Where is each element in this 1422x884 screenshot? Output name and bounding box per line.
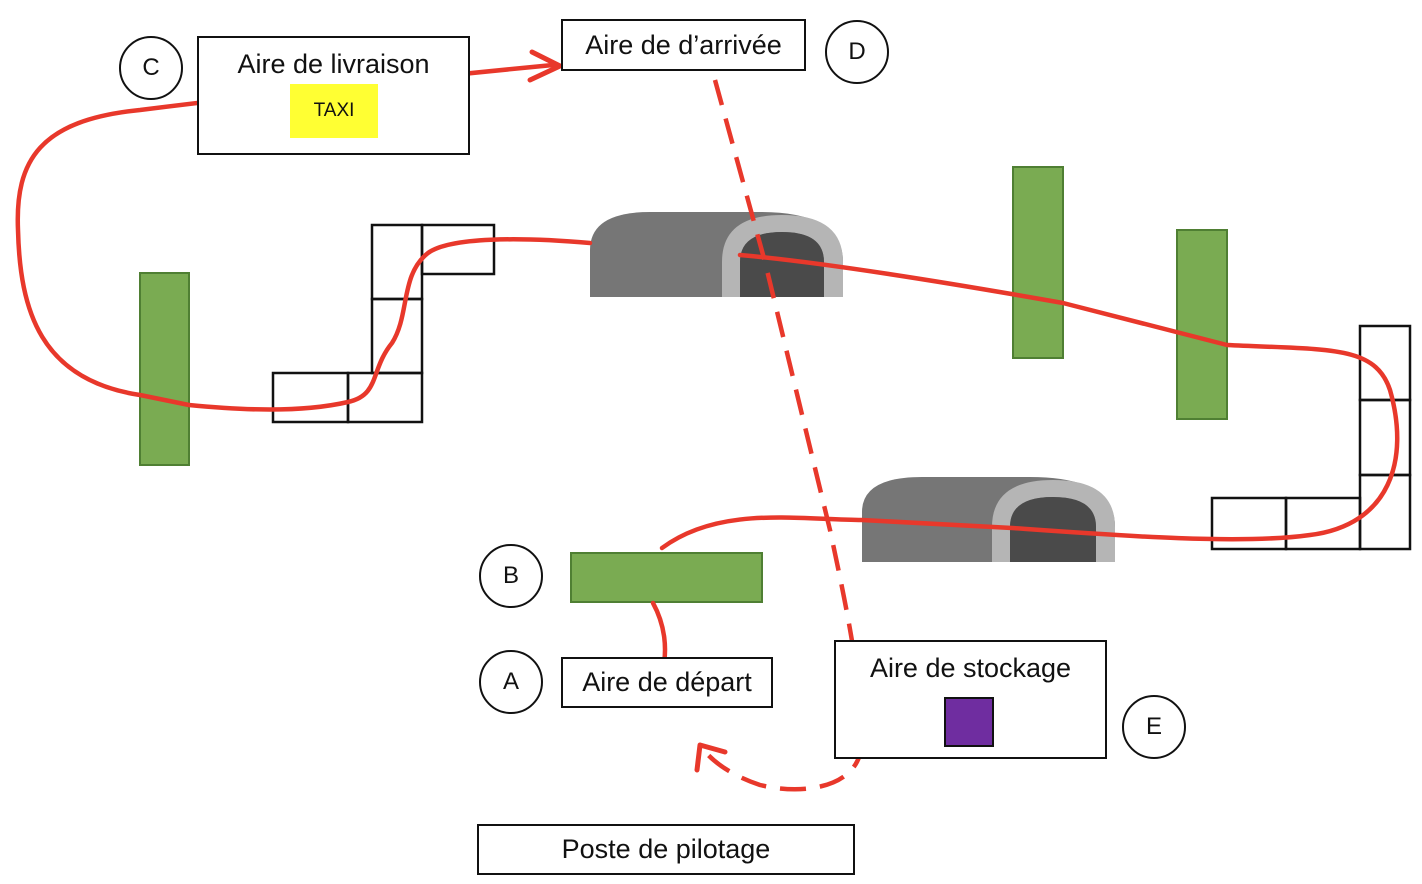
marker-b: B: [479, 544, 543, 608]
marker-a-label: A: [502, 668, 519, 695]
marker-c: C: [119, 36, 183, 100]
rail-grid-right: [1210, 324, 1412, 551]
green-block-b: [570, 552, 763, 603]
green-blocks: [139, 166, 1228, 603]
marker-b-label: B: [502, 562, 519, 589]
arrival-area-label: Aire de d’arrivée: [585, 29, 782, 60]
circuit-arrow-head: [527, 49, 563, 83]
taxi-label: TAXI: [313, 100, 355, 121]
departure-area-label: Aire de départ: [582, 667, 752, 697]
dashed-arrow-head: [694, 742, 728, 773]
arrival-area: Aire de d’arrivée: [561, 19, 806, 71]
tunnel-lower: [862, 477, 1115, 562]
green-block-tall-2: [1176, 229, 1228, 420]
marker-e: E: [1122, 695, 1186, 759]
storage-area-label: Aire de stockage: [869, 653, 1072, 683]
taxi-sign: TAXI: [290, 84, 378, 138]
circuit-path-main: [15, 62, 1400, 676]
rail-grid-left: [271, 223, 496, 424]
green-block-tall-1: [1012, 166, 1064, 359]
marker-c-label: C: [142, 54, 160, 81]
marker-d-label: D: [848, 38, 866, 65]
control-station-label: Poste de pilotage: [561, 834, 771, 864]
green-block-left: [139, 272, 190, 466]
marker-d: D: [825, 20, 889, 84]
marker-a: A: [479, 650, 543, 714]
stored-item: [944, 697, 994, 747]
departure-area: Aire de départ: [561, 657, 773, 708]
delivery-area-label: Aire de livraison: [237, 49, 430, 79]
dashed-path: [698, 79, 865, 792]
marker-e-label: E: [1145, 713, 1162, 740]
tunnel-upper: [590, 212, 843, 297]
control-station: Poste de pilotage: [477, 824, 855, 875]
